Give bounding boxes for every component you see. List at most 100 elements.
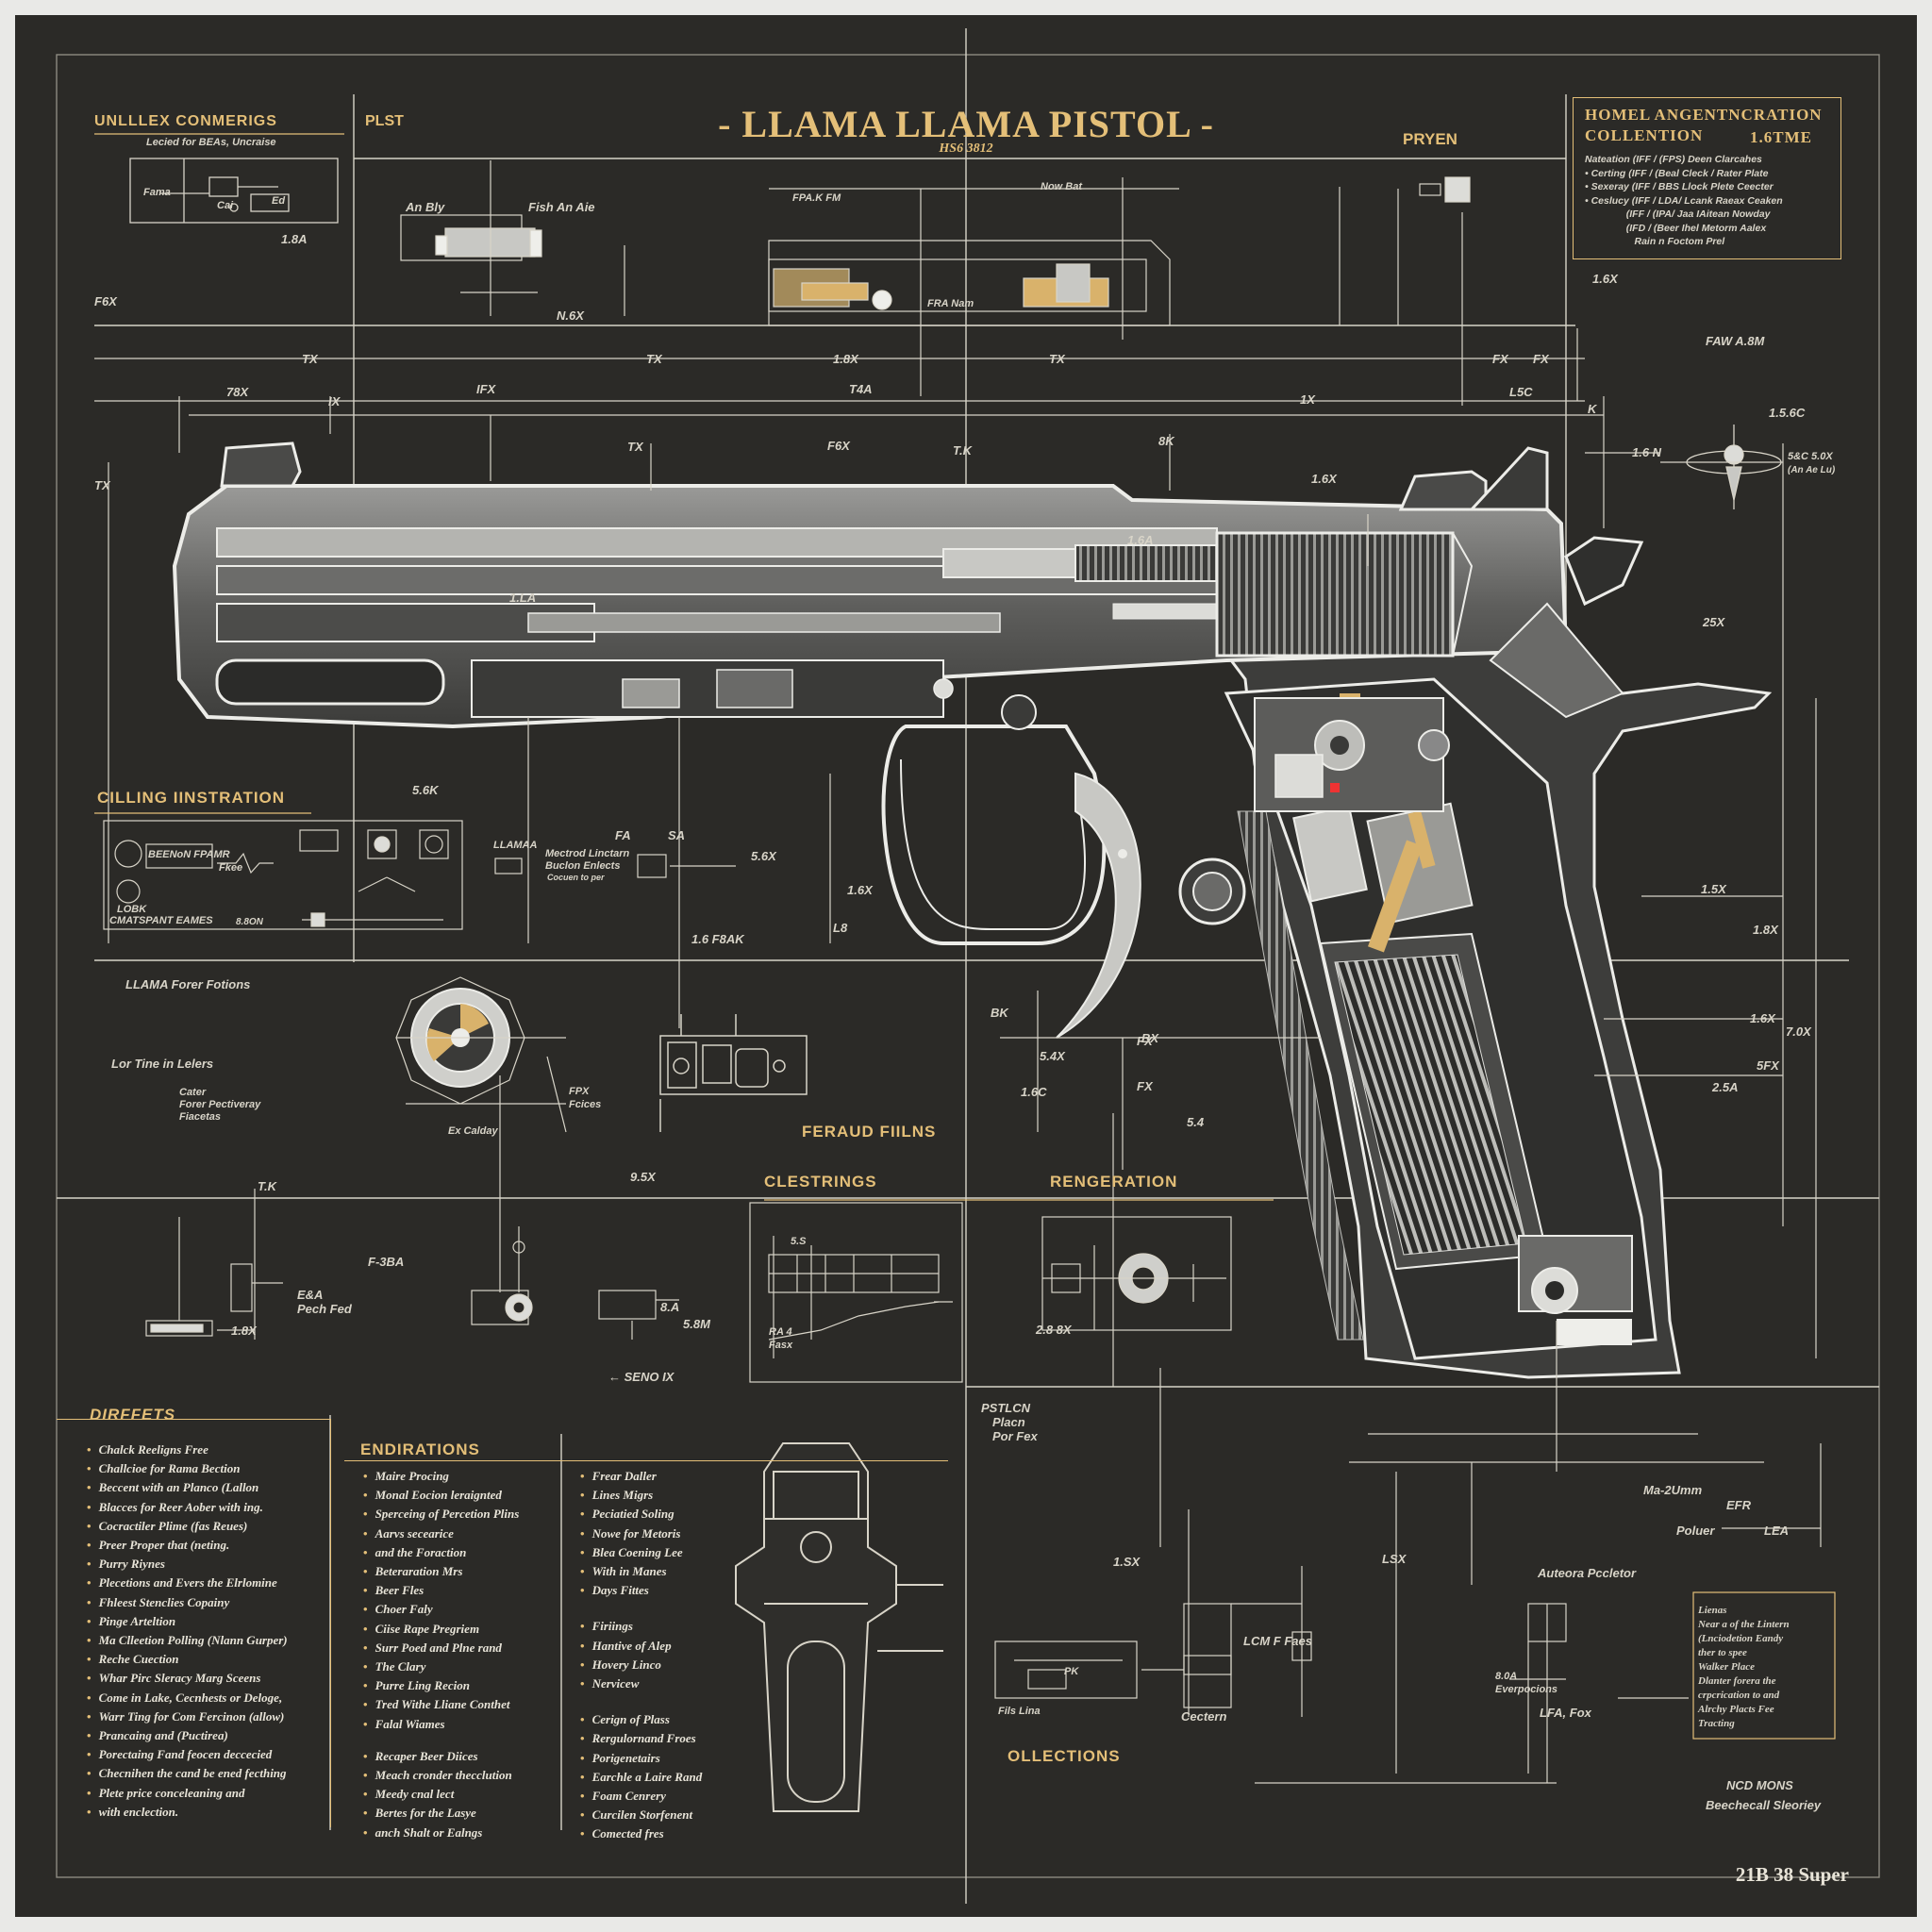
note-line: (Lnciodetion Eandy: [1698, 1633, 1784, 1644]
list-item: Sperceing of Percetion Plins: [363, 1505, 520, 1524]
dim-label: LSX: [1382, 1552, 1407, 1566]
dim-label: 2.8 8X: [1036, 1323, 1072, 1337]
dim-label: SA: [668, 828, 686, 842]
list-item: Purre Ling Recion: [363, 1676, 519, 1695]
list-item: Aarvs secearice: [363, 1524, 519, 1543]
list-item: Foam Cenrery: [580, 1787, 702, 1806]
llama-label: LLAMAA: [493, 840, 538, 851]
dim-label: 25X: [1703, 615, 1725, 629]
an-bly-label: An Bly: [406, 200, 445, 214]
pk-label: PK: [1064, 1666, 1079, 1677]
ma-2umm-label: Ma-2Umm: [1643, 1483, 1703, 1497]
dim-label: 1.8X: [833, 352, 858, 366]
dim-label: 1.8X: [1753, 923, 1778, 937]
rotary-component: [395, 976, 567, 1133]
list-item: Hantive of Alep: [580, 1637, 702, 1656]
diffets-heading: DIRFFETS: [90, 1406, 176, 1424]
list-item: Beteraration Mrs: [363, 1562, 519, 1581]
note-line: Dlanter forera the: [1698, 1675, 1776, 1687]
dim-label: TX: [646, 352, 662, 366]
diffets-list: Chalck Reeligns FreeChallcioe for Rama B…: [87, 1441, 288, 1822]
dim-label: 5.S: [791, 1236, 807, 1247]
list-item: Surr Poed and Plne rand: [363, 1639, 519, 1657]
list-item: Blacces for Reer Aober with ing.: [87, 1498, 288, 1517]
collection-rows: Nateation (IFF / (FPS) Deen Clarcahes • …: [1585, 153, 1783, 249]
page-subtitle: HS6 3812: [939, 142, 993, 156]
list-item: Prancaing and (Puctirea): [87, 1726, 288, 1745]
box-label: BEENoN FPAMR: [148, 849, 230, 860]
dim-label: E&A: [297, 1288, 324, 1302]
diffets-box: [57, 1419, 331, 1827]
dim-label: 5.6X: [751, 849, 776, 863]
mect-label: Mectrod Linctarn: [545, 848, 630, 859]
schematic-top-left: [94, 133, 344, 224]
dim-label: F6X: [94, 294, 117, 308]
endirations-list-b: Frear DallerLines MigrsPeciatied SolingN…: [580, 1467, 703, 1844]
collection-row: • Sexeray (IFF / BBS Llock Plete Ceecter: [1585, 181, 1774, 192]
list-item: Rergulornand Froes: [580, 1729, 702, 1748]
dim-label: TX: [302, 352, 318, 366]
list-item: Plete price conceleaning and: [87, 1784, 288, 1803]
list-item: Ma Clleetion Polling (Nlann Gurper): [87, 1631, 288, 1650]
dim-label: 1.8X: [231, 1324, 257, 1338]
dim-label: T.K: [953, 443, 972, 458]
dim-label: Fasx: [769, 1340, 793, 1351]
dim-label: N.6X: [557, 308, 584, 323]
dim-label: L5C: [1509, 385, 1533, 399]
dim-label: BK: [991, 1006, 1008, 1020]
ollections-heading: OLLECTIONS: [1008, 1747, 1121, 1765]
dim-label: 1.5X: [1701, 882, 1726, 896]
list-item: Maire Procing: [363, 1467, 519, 1486]
endirations-heading: ENDIRATIONS: [360, 1441, 480, 1458]
pistol-drawing: [172, 441, 1773, 1379]
dim-label: 1.LA: [509, 591, 537, 605]
seno-label: ← SENO IX: [608, 1370, 675, 1384]
cater-label: Forer Pectiveray: [179, 1099, 261, 1110]
note-line: Tracting: [1698, 1718, 1735, 1729]
list-item: Challcioe for Rama Bection: [87, 1459, 288, 1478]
poluer-label: Poluer: [1676, 1524, 1715, 1538]
note-line: crpcrication to and: [1698, 1690, 1780, 1701]
list-item: Frear Daller: [580, 1467, 702, 1486]
list-item: Meedy cnal lect: [363, 1785, 519, 1804]
list-item: Recaper Beer Diices: [363, 1747, 519, 1766]
list-item: Chalck Reeligns Free: [87, 1441, 288, 1459]
small-parts-top: [94, 160, 1604, 416]
dim-label: 1.6X: [847, 883, 873, 897]
collection-row: (IFF / (IPA/ Jaa IAitean Nowday: [1585, 208, 1771, 220]
dim-label: L8: [833, 921, 848, 935]
fish-label: Fish An Aie: [528, 200, 595, 214]
list-item: Whar Pirc Sleracy Marg Sceens: [87, 1669, 288, 1688]
dim-label: T.K: [258, 1179, 276, 1193]
list-item: Warr Ting for Com Fercinon (allow): [87, 1707, 288, 1726]
lfa-fox-label: LFA, Fox: [1540, 1706, 1591, 1720]
list-item: The Clary: [363, 1657, 519, 1676]
fpa-fm-label: FPA.K FM: [792, 192, 841, 204]
block-part: [659, 1014, 808, 1132]
list-item: anch Shalt or Ealngs: [363, 1824, 519, 1842]
pryen-label: PRYEN: [1403, 130, 1457, 148]
dim-label: TX: [94, 478, 110, 492]
dim-label: 2.5A: [1712, 1080, 1739, 1094]
collection-heading-3: 1.6TME: [1750, 128, 1812, 146]
collection-row: Rain n Foctom Prel: [1585, 236, 1725, 247]
dim-label: 5FX: [1757, 1058, 1779, 1073]
endirations-list-a: Maire ProcingMonal Eocion leraigntedSper…: [363, 1467, 520, 1842]
dim-label: IX: [328, 394, 341, 408]
endirations-rule: [344, 1460, 948, 1461]
list-item: Choer Faly: [363, 1600, 519, 1619]
dim-label: K: [1588, 402, 1597, 416]
pstlcn-label: Por Fex: [992, 1429, 1038, 1443]
dim-label: 5.4: [1187, 1115, 1205, 1129]
list-item: Preer Proper that (neting.: [87, 1536, 288, 1555]
clestrings-heading: CLESTRINGS: [764, 1173, 877, 1191]
list-item: Bertes for the Lasye: [363, 1804, 519, 1823]
lcm-label: LCM F Faes: [1243, 1634, 1312, 1648]
dim-label: 1.6X: [1592, 272, 1618, 286]
list-item: Meach cronder thecclution: [363, 1766, 519, 1785]
pstlcn-label: Placn: [992, 1415, 1025, 1429]
rengeration-panel: [1041, 1216, 1232, 1331]
fra-nam-label: FRA Nam: [927, 298, 974, 309]
efr-label: EFR: [1726, 1498, 1751, 1512]
